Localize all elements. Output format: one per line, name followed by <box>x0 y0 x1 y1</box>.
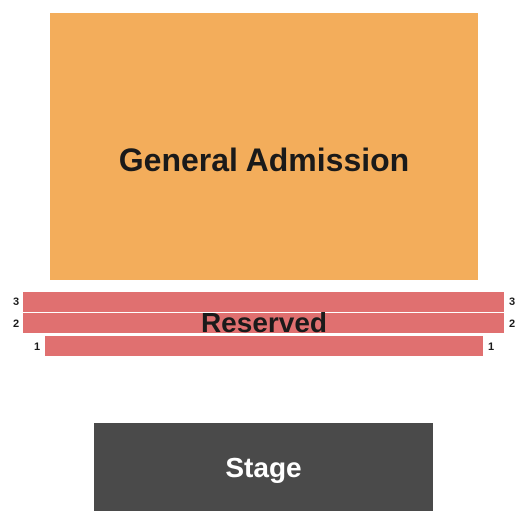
row-3-label-right: 3 <box>509 296 516 308</box>
reserved-row-3[interactable] <box>23 292 504 312</box>
stage-label: Stage <box>225 452 302 483</box>
general-admission-section[interactable]: General Admission <box>50 13 478 280</box>
general-admission-label: General Admission <box>118 142 410 178</box>
row-2-label-left: 2 <box>13 318 20 330</box>
row-3-label-left: 3 <box>13 296 20 308</box>
row-2-label-right: 2 <box>509 318 516 330</box>
row-1-label-left: 1 <box>34 341 41 353</box>
stage-area: Stage <box>94 423 433 511</box>
reserved-row-1[interactable] <box>45 336 483 356</box>
reserved-row-2[interactable] <box>23 313 504 333</box>
row-1-label-right: 1 <box>488 341 495 353</box>
